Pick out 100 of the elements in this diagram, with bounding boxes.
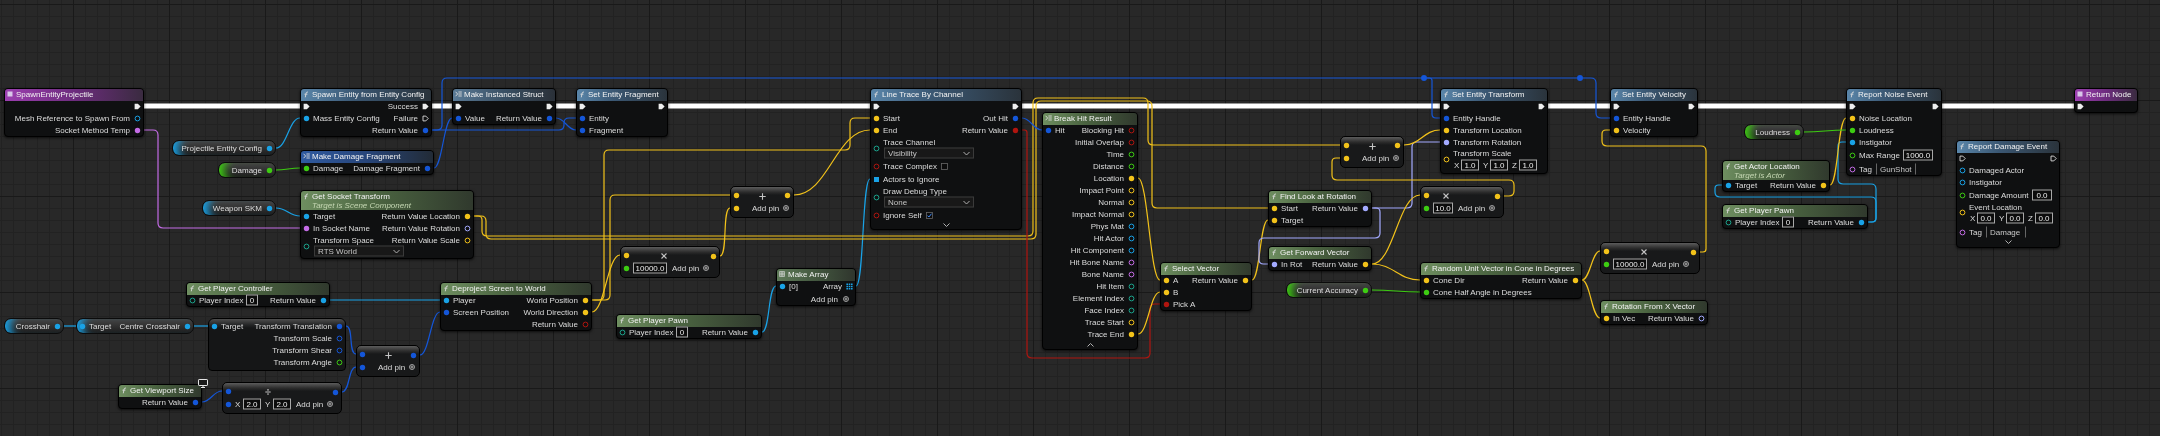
pin-label: Screen Position: [453, 307, 510, 317]
node-title: Get Player Pawn: [628, 315, 689, 325]
add-pin-label: Add pin: [672, 263, 700, 273]
pin-label: Return Value: [1521, 275, 1568, 285]
pin-label: In Vec: [1613, 313, 1636, 323]
pin-label: Cone Half Angle in Degrees: [1433, 287, 1532, 297]
pin-label: Success: [387, 101, 418, 111]
dropdown: Visibility: [884, 147, 974, 159]
connection-wire: [432, 103, 452, 109]
pin-label: Hit Actor: [1093, 233, 1124, 243]
connection-wire: [1581, 250, 1601, 281]
function-node: [1042, 112, 1138, 350]
connection-wire: [275, 167, 301, 171]
pin-label: Player Index: [629, 327, 674, 337]
value-field: 10000.0: [1613, 258, 1647, 270]
connection-wire: [431, 77, 1422, 131]
connection-wire: [1942, 103, 2074, 109]
pin-label: World Position: [526, 295, 578, 305]
pin-label: Transform Shear: [272, 345, 332, 355]
connection-wire: [275, 207, 301, 217]
function-node: [1420, 262, 1582, 299]
math-node: [222, 382, 342, 414]
pin-label: Pick A: [1173, 299, 1196, 309]
pin-label: Impact Normal: [1072, 209, 1124, 219]
pin-label: Return Value: [1647, 313, 1694, 323]
variable-label: Centre Crosshair: [119, 321, 180, 331]
value-field: 1.0: [1490, 159, 1508, 171]
add-pin-label: Add pin: [810, 294, 838, 304]
node-title: Get Actor Location: [1734, 161, 1800, 171]
add-pin-label: Add pin: [752, 203, 780, 213]
value-field: 0.0: [2006, 212, 2024, 224]
function-node: [1600, 300, 1708, 325]
node-title: Set Entity Transform: [1452, 89, 1525, 99]
node-title: Set Entity Fragment: [588, 89, 659, 99]
connection-wire: [1371, 263, 1421, 281]
pin-label: Target: [1281, 215, 1304, 225]
add-pin-label: Add pin: [1652, 259, 1680, 269]
connection-wire: [1251, 219, 1269, 281]
entry-node: [2074, 88, 2138, 113]
connection-wire: [1258, 207, 1381, 265]
entry-node: [4, 88, 144, 137]
value-field: 1.0: [1461, 159, 1479, 171]
pin-label: Blocking Hit: [1081, 125, 1124, 135]
node-title: Spawn Entity from Entity Config: [312, 89, 425, 99]
node-title: Report Noise Event: [1858, 89, 1928, 99]
connection-wire: [63, 325, 77, 327]
pin-label: Instigator: [1859, 137, 1892, 147]
struct-node: [452, 88, 556, 125]
connection-wire: [1371, 289, 1421, 293]
pin-label: Return Value Location: [381, 211, 460, 221]
connection-wire: [855, 178, 871, 287]
connection-wire: [201, 390, 223, 403]
pin-label: Normal: [1098, 197, 1124, 207]
pin-label: In Socket Name: [313, 223, 370, 233]
connection-wire: [1021, 129, 1161, 359]
pin-label: Hit Bone Name: [1069, 257, 1124, 267]
function-node: [186, 282, 330, 307]
pin-label: Start: [883, 113, 900, 123]
math-node: [1340, 136, 1404, 168]
connection-wire: [1022, 103, 1440, 109]
node-title: Deproject Screen to World: [452, 283, 546, 293]
connection-wire: [668, 103, 870, 109]
pin-label: Player: [453, 295, 476, 305]
variable-label: Weapon SKM: [212, 203, 262, 213]
pin-label: Actors to Ignore: [883, 174, 940, 184]
pin-label: Noise Location: [1859, 113, 1912, 123]
connection-wire: [1137, 177, 1161, 281]
add-pin-label: Add pin: [1458, 203, 1486, 213]
variable-node: [76, 318, 194, 334]
pin-label: Return Value: [1311, 259, 1358, 269]
pin-label: World Direction: [523, 307, 578, 317]
pin-label: Target: [221, 321, 244, 331]
connection-wire: [143, 129, 301, 229]
value-field: 2.0: [273, 398, 291, 410]
pin-label: Max Range: [1859, 150, 1900, 160]
pin-label: Player Index: [199, 295, 244, 305]
pin-label: Initial Overlap: [1075, 137, 1124, 147]
pin-label: Phys Mat: [1090, 221, 1124, 231]
axis-label: Y: [1483, 160, 1489, 170]
function-node: [870, 88, 1022, 230]
node-title: Make Instanced Struct: [464, 89, 544, 99]
axis-label: X: [1970, 213, 1976, 223]
pin-label: Trace Complex: [883, 161, 937, 171]
connection-wire: [1137, 291, 1161, 335]
function-node: [1722, 160, 1830, 192]
pin-label: Mesh Reference to Spawn From: [14, 113, 130, 123]
value-field: 1000.0: [1903, 149, 1933, 161]
pin-label: Transform Rotation: [1453, 137, 1522, 147]
node-title: Rotation From X Vector: [1612, 301, 1696, 311]
pin-label: Failure: [393, 113, 418, 123]
axis-label: Y: [265, 399, 271, 409]
connection-wire: [341, 366, 357, 393]
node-title: Make Damage Fragment: [312, 151, 401, 161]
pin-label: Return Value: [1769, 180, 1816, 190]
pin-label: Trace Start: [1084, 317, 1124, 327]
connection-wire: [1426, 77, 1578, 79]
function-node: [1160, 262, 1252, 311]
axis-label: Y: [1999, 213, 2005, 223]
pin-label: Entity: [589, 113, 609, 123]
connection-wire: [793, 129, 871, 196]
